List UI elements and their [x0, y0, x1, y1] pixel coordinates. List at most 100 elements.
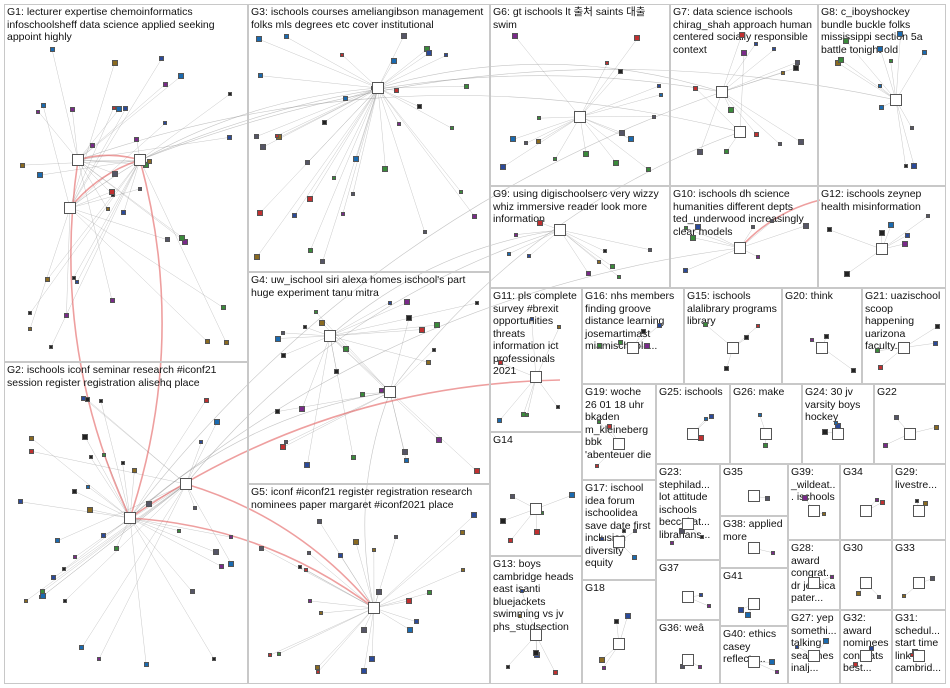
network-node [450, 126, 455, 131]
network-node [71, 275, 76, 280]
network-node [877, 84, 882, 89]
network-node [606, 424, 612, 430]
group-panel-g6: G6: gt ischools lt 출처 saints 대출 swim [490, 4, 670, 186]
network-node [431, 347, 436, 352]
network-node [756, 323, 761, 328]
group-panel-g38: G38: applied more [720, 516, 788, 568]
group-panel-g32: G32: award nominees congrats best... [840, 610, 892, 684]
network-node [769, 659, 776, 666]
group-label-g41: G41 [723, 570, 743, 582]
network-node [87, 506, 94, 513]
network-node [97, 656, 102, 661]
network-node [877, 594, 882, 599]
network-node [748, 542, 760, 555]
network-node [748, 597, 760, 610]
network-node [911, 163, 918, 170]
network-node [829, 574, 834, 579]
network-node [879, 499, 885, 505]
network-node [189, 589, 195, 595]
group-label-g3: G3: ischools courses ameliangibson manag… [251, 6, 484, 31]
network-node [414, 619, 420, 625]
network-node [267, 653, 272, 658]
network-node [394, 534, 398, 539]
network-node [821, 512, 826, 517]
network-node [656, 84, 661, 89]
network-node [131, 468, 137, 474]
network-node [802, 222, 809, 229]
network-node [27, 311, 32, 316]
group-label-g27: G27: yep somethi... talking searches ina… [791, 612, 837, 674]
network-node [822, 428, 829, 435]
group-panel-g41: G41 [720, 568, 788, 626]
network-node [111, 105, 116, 110]
network-node [904, 427, 916, 440]
network-node [51, 574, 57, 580]
network-node [304, 568, 309, 573]
network-node [320, 259, 326, 265]
network-node [111, 59, 118, 66]
network-node [802, 495, 809, 502]
group-panel-g34: G34 [840, 464, 892, 540]
network-node [314, 665, 320, 671]
network-node [843, 38, 850, 45]
network-node [74, 280, 79, 285]
network-node [276, 651, 281, 656]
network-node [834, 421, 839, 426]
network-node [678, 528, 685, 535]
group-panel-g39: G39: _wildeat... ischools [788, 464, 840, 540]
network-node [403, 457, 409, 463]
network-node [223, 339, 229, 345]
group-label-g9: G9: using digischoolserc very wizzy whiz… [493, 188, 659, 225]
network-node [63, 598, 68, 603]
network-node [316, 518, 322, 524]
network-node [324, 330, 336, 342]
network-node [164, 237, 170, 243]
network-node [613, 159, 620, 166]
group-panel-g4: G4: uw_ischool siri alexa homes ischool'… [248, 272, 490, 484]
network-node [882, 442, 888, 448]
network-node [435, 436, 442, 443]
network-node [353, 156, 360, 163]
network-node [775, 670, 780, 675]
network-node [574, 110, 586, 123]
network-node [727, 341, 739, 354]
network-node [760, 427, 772, 440]
network-node [422, 230, 427, 235]
network-node [795, 644, 800, 649]
network-node [111, 170, 118, 177]
network-node [253, 254, 260, 261]
network-node [586, 271, 592, 277]
network-node [744, 611, 751, 618]
group-label-g32: G32: award nominees congrats best... [843, 612, 889, 674]
network-node [909, 126, 914, 131]
network-node [178, 72, 185, 79]
network-node [339, 52, 344, 57]
network-node [350, 454, 356, 460]
network-node [627, 136, 634, 142]
network-node [72, 154, 84, 166]
network-node [535, 138, 541, 144]
network-node [734, 126, 746, 138]
group-label-g23: G23: stephilad... lot attitude ischools … [659, 466, 711, 541]
network-node [780, 70, 785, 75]
network-node [368, 602, 380, 614]
group-panel-g31: G31: schedul... start time link cambrid.… [892, 610, 946, 684]
network-node [537, 219, 544, 226]
group-label-g29: G29: livestre... [895, 466, 938, 491]
network-node [307, 247, 313, 253]
network-node [792, 64, 799, 71]
network-node [376, 589, 383, 596]
network-node [832, 427, 844, 440]
network-node [529, 317, 534, 322]
network-node [307, 195, 314, 202]
network-node [876, 243, 888, 256]
network-node [614, 619, 620, 625]
network-node [622, 529, 627, 534]
network-node [143, 661, 149, 667]
network-node [499, 163, 506, 170]
group-panel-g23: G23: stephilad... lot attitude ischools … [656, 464, 720, 560]
network-node [808, 577, 820, 590]
group-label-g25: G25: ischools [659, 386, 723, 398]
network-node [308, 598, 313, 603]
group-label-g38: G38: applied more [723, 518, 783, 543]
